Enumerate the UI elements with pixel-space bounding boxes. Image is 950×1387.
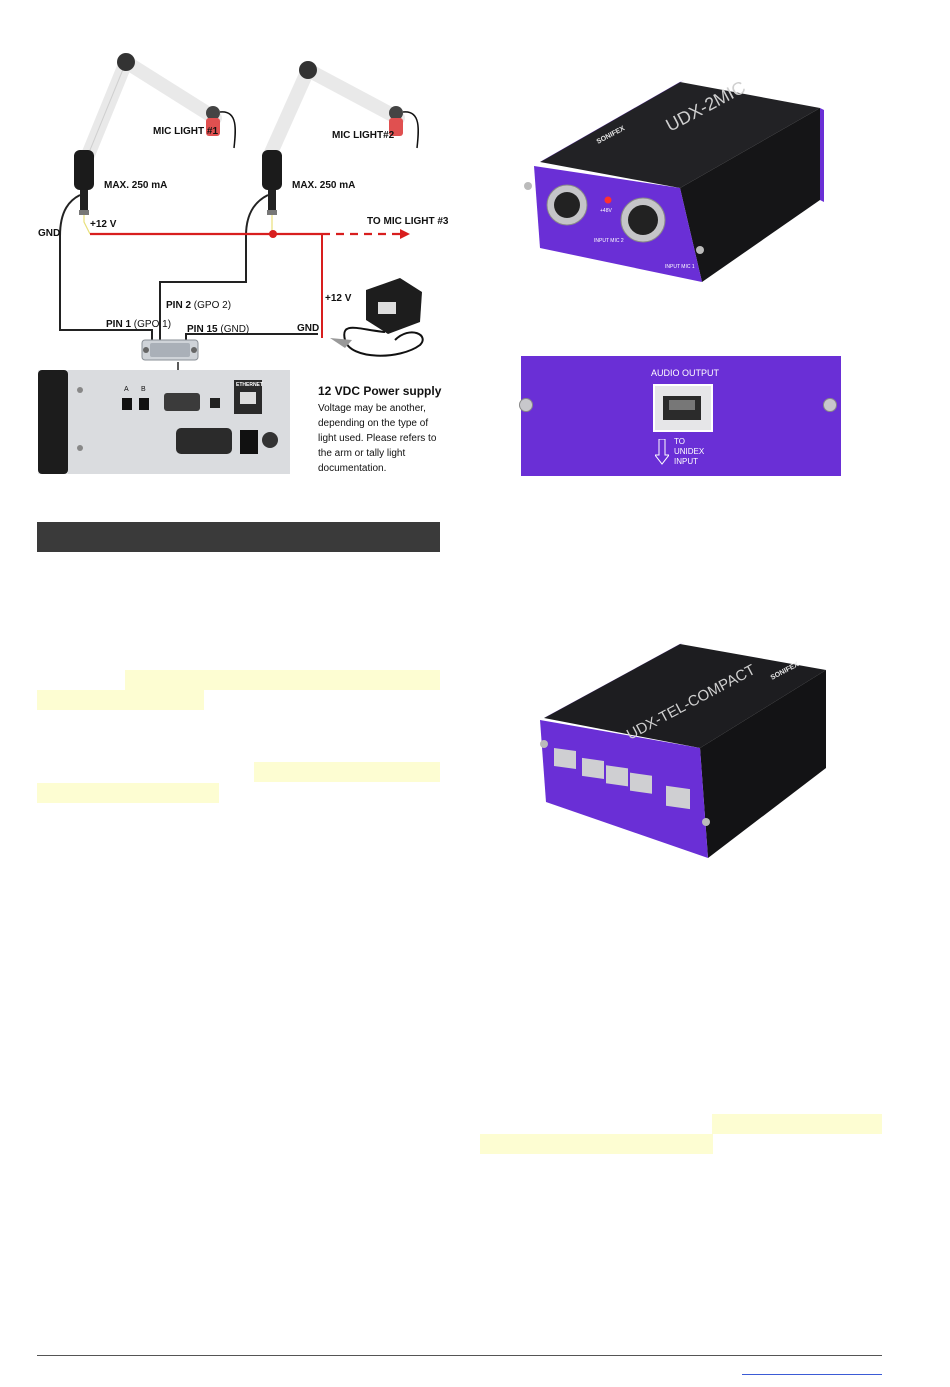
box1-input1: INPUT MIC 1 xyxy=(665,264,695,270)
device-rear-panel xyxy=(38,370,290,474)
audio-output-label: AUDIO OUTPUT xyxy=(651,368,720,378)
v12-right-label: +12 V xyxy=(325,293,352,304)
highlight-3b xyxy=(480,1134,713,1154)
box1-led-label: +48V xyxy=(600,208,612,214)
udx-tel-compact-box: UDX-TEL-COMPACT SONIFEX xyxy=(540,642,826,858)
panel-to-label: TO xyxy=(674,437,685,446)
footer-divider xyxy=(37,1355,882,1356)
mic-arm-2 xyxy=(262,61,419,215)
panel-b-label: B xyxy=(141,386,146,393)
highlight-2a xyxy=(254,762,440,782)
to-mic3-label: TO MIC LIGHT #3 xyxy=(367,216,449,227)
max-current-1: MAX. 250 mA xyxy=(104,180,168,191)
highlight-2b xyxy=(37,783,219,803)
mic1-label: MIC LIGHT #1 xyxy=(153,126,219,137)
panel-ethernet-label: ETHERNET xyxy=(236,382,263,388)
section-header-bar xyxy=(37,522,440,552)
gnd-left-label: GND xyxy=(38,228,61,239)
rj45-port xyxy=(653,384,713,432)
udx-2mic-box: UDX-2MIC SONIFEX +48V INPUT MIC 2 INPUT … xyxy=(524,77,824,282)
wiring-diagram xyxy=(38,53,424,474)
mic2-label: MIC LIGHT#2 xyxy=(332,130,395,141)
audio-output-panel: AUDIO OUTPUT TO UNIDEX INPUT xyxy=(519,356,841,476)
gnd-right-label: GND xyxy=(297,323,320,334)
pin1-label: PIN 1 (GPO 1) xyxy=(106,319,172,330)
pin2-label: PIN 2 (GPO 2) xyxy=(166,300,232,311)
footer-link-underline[interactable] xyxy=(742,1374,882,1375)
psu-title: 12 VDC Power supply xyxy=(318,384,442,398)
panel-unidex-label: UNIDEX xyxy=(674,447,705,456)
panel-screw-right xyxy=(823,398,837,412)
pin15-label: PIN 15 (GND) xyxy=(187,324,250,335)
panel-a-label: A xyxy=(124,386,129,393)
power-supply xyxy=(330,278,424,357)
mic-arm-1 xyxy=(74,53,236,215)
box1-input2: INPUT MIC 2 xyxy=(594,238,624,244)
highlight-1a xyxy=(125,670,440,690)
v12-left-label: +12 V xyxy=(90,219,117,230)
panel-screw-left xyxy=(519,398,533,412)
db15-connector xyxy=(141,339,199,361)
highlight-1b xyxy=(37,690,204,710)
panel-input-label: INPUT xyxy=(674,457,698,466)
psu-description: Voltage may be another, depending on the… xyxy=(318,403,437,474)
highlight-3a xyxy=(712,1114,882,1134)
max-current-2: MAX. 250 mA xyxy=(292,180,356,191)
down-arrow-icon xyxy=(655,439,669,465)
